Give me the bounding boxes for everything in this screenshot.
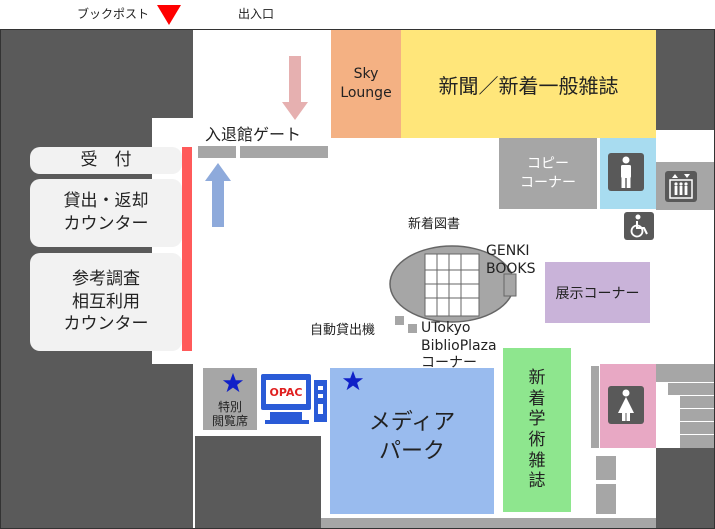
new-academic-journals[interactable]: 新 着 学 術 雑 誌	[503, 348, 571, 512]
elevator[interactable]	[656, 162, 714, 210]
wall-bottom-right	[656, 448, 714, 528]
shelf	[591, 366, 599, 448]
wall-bottom-block	[195, 436, 321, 528]
new-books-shelf[interactable]	[388, 244, 520, 328]
self-checkout-machine[interactable]	[408, 324, 417, 333]
media-park-label: メディア パーク	[368, 410, 456, 464]
computer-icon	[270, 412, 302, 420]
biblioplaza-corner[interactable]: UTokyo BiblioPlaza コーナー	[421, 320, 497, 371]
self-checkout-machine[interactable]	[395, 316, 404, 325]
male-restroom-icon	[608, 153, 644, 191]
newspapers-area[interactable]: 新聞／新着一般雑誌	[401, 30, 656, 138]
shelf	[596, 484, 616, 514]
genki-books-label[interactable]: GENKI BOOKS	[486, 243, 536, 278]
book-post-marker-icon	[157, 5, 181, 25]
reference-counter[interactable]: 参考調査 相互利用 カウンター	[30, 253, 182, 351]
copy-corner[interactable]: コピー コーナー	[499, 138, 597, 209]
counter-strip	[182, 147, 192, 351]
self-checkout-label: 自動貸出機	[310, 323, 376, 338]
entry-arrow-icon	[205, 163, 231, 227]
staircase	[656, 364, 714, 448]
gate-bar	[240, 146, 328, 158]
wheelchair-icon	[624, 212, 654, 240]
wall-top-right	[656, 30, 714, 130]
gate-bar	[198, 146, 236, 158]
new-books-label: 新着図書	[408, 217, 461, 232]
female-restroom-icon	[608, 386, 644, 424]
wall-bottom-left	[1, 364, 193, 528]
entrance-label: 出入口	[238, 7, 275, 21]
gate-label: 入退館ゲート	[205, 125, 302, 144]
media-park[interactable]: メディア パーク	[330, 368, 494, 514]
sky-lounge[interactable]: Sky Lounge	[331, 30, 401, 138]
opac-label: OPAC	[266, 380, 306, 404]
bottom-strip	[321, 518, 656, 528]
exhibition-corner[interactable]: 展示コーナー	[545, 262, 650, 323]
wall-top-left	[1, 30, 193, 118]
star-icon	[342, 370, 364, 392]
special-reading-seats[interactable]: 特別 閲覧席	[203, 368, 257, 430]
male-restroom[interactable]	[600, 138, 656, 209]
female-restroom[interactable]	[600, 364, 656, 448]
shelf	[596, 456, 616, 480]
lending-return-counter[interactable]: 貸出・返却 カウンター	[30, 179, 182, 247]
opac-terminal[interactable]: OPAC	[261, 374, 311, 410]
exit-arrow-icon	[282, 56, 308, 120]
book-post-label: ブックポスト	[77, 7, 150, 21]
opac-tower	[314, 380, 327, 422]
star-icon	[222, 372, 244, 394]
special-reading-label: 特別 閲覧席	[211, 400, 248, 429]
elevator-icon	[665, 171, 697, 202]
reception-counter[interactable]: 受 付	[30, 147, 182, 174]
